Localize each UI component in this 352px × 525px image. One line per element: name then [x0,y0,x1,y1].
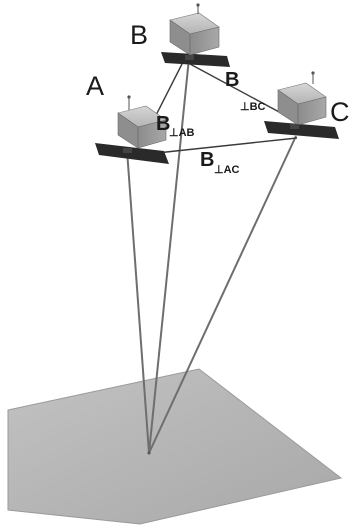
baseline-bc-line [189,63,295,121]
sensor-c [290,124,299,129]
solar-panel-a [95,143,169,164]
baselines [147,61,298,154]
baseline-bc-sub: ⊥BC [240,101,266,113]
satellite-body-c-front [297,96,327,126]
ground-plane [7,368,343,525]
lines-of-sight [126,57,297,454]
sight-line-a [126,149,150,454]
satellite-a-label: A [86,71,104,101]
baseline-ab-label: B ⊥AB [156,113,195,139]
sensor-a [123,148,132,153]
baseline-bc-label: B ⊥BC [225,69,266,113]
baseline-ac-line [156,137,298,154]
baseline-ac-label: B ⊥AC [200,149,240,176]
baseline-ab-main: B [156,113,170,135]
satellite-b [161,3,230,67]
baseline-ac-sub: ⊥AC [214,164,240,176]
ground-target-point [147,451,151,455]
antenna-tip-c [311,71,315,75]
antenna-tip-a [127,95,131,99]
sight-line-c [148,135,297,454]
satellite-c [264,71,339,139]
baseline-ab-sub: ⊥AB [169,127,195,139]
sight-line-b [148,57,190,454]
satellite-body-a-front [137,119,167,149]
satellite-a [95,95,169,164]
antenna-tip-b [196,3,200,7]
sensor-b [185,55,194,60]
solar-panel-b [161,52,230,67]
baseline-bc-main: B [225,69,239,91]
baseline-ac-main: B [200,149,214,171]
solar-panel-c [264,121,339,139]
satellite-c-label: C [330,97,350,127]
satellite-b-label: B [130,20,148,50]
satellite-body-b-front [189,26,220,56]
